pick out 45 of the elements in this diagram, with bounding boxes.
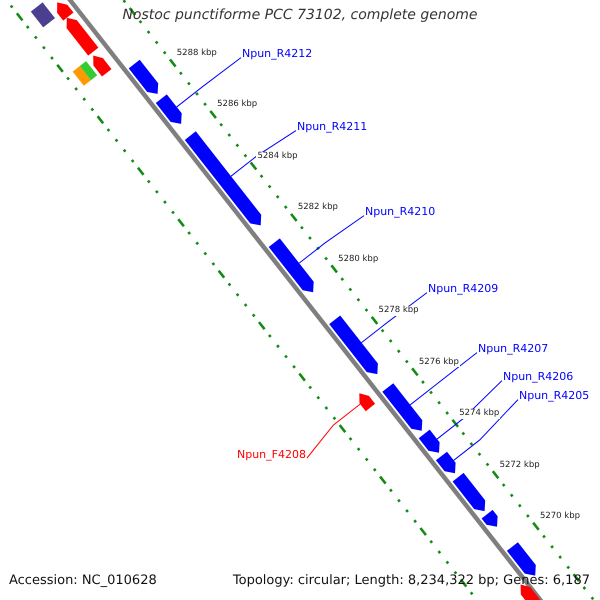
- genome-title: Nostoc punctiforme PCC 73102, complete genome: [121, 8, 479, 24]
- leader-line: [230, 130, 296, 177]
- tick-label: 5276 kbp: [418, 358, 460, 368]
- tick-label: 5286 kbp: [216, 100, 258, 110]
- gene-block: [128, 60, 158, 94]
- gene-block: [418, 430, 440, 453]
- tick-label: 5284 kbp: [256, 152, 299, 162]
- gene-block: [359, 393, 376, 412]
- gene-label: Npun_R4207: [478, 343, 548, 356]
- leader-line: [453, 399, 518, 461]
- leader-line: [306, 404, 361, 458]
- gene-label: Npun_R4210: [365, 206, 436, 218]
- tick-label: 5288 kbp: [176, 49, 218, 58]
- gene-block: [268, 238, 314, 292]
- tick-label: 5282 kbp: [296, 203, 339, 213]
- gene-block: [57, 2, 74, 21]
- accession-text: Accession: NC_010628: [9, 574, 157, 588]
- gene-block: [506, 542, 536, 576]
- genome-summary: Topology: circular; Length: 8,234,322 bp; Genes: 6,187: [232, 574, 590, 588]
- gene-block: [80, 61, 98, 80]
- tick-label: 5278 kbp: [378, 306, 420, 316]
- tick-label: 5280 kbp: [337, 254, 380, 264]
- tick-label: 5270 kbp: [538, 512, 581, 522]
- gene-block: [452, 472, 486, 512]
- gene-block: [436, 452, 456, 474]
- gene-label: Npun_R4206: [503, 371, 574, 384]
- gene-block: [482, 510, 498, 527]
- leader-line: [176, 57, 242, 108]
- gene-block: [156, 94, 182, 124]
- leader-line: [410, 352, 478, 406]
- gene-label: Npun_R4212: [242, 48, 312, 60]
- gene-block: [30, 2, 55, 28]
- gene-block: [72, 66, 91, 86]
- gene-label: Npun_R4209: [428, 283, 498, 296]
- gene-label: Npun_F4208: [237, 449, 306, 462]
- gene-block: [93, 56, 112, 76]
- gene-block: [382, 383, 422, 431]
- gene-block: [520, 584, 543, 600]
- gene-block: [329, 316, 378, 374]
- gene-label: Npun_R4205: [519, 390, 590, 402]
- tick-label: 5272 kbp: [498, 460, 541, 470]
- gene-block: [66, 18, 98, 56]
- tick-label: 5274 kbp: [458, 409, 500, 419]
- leader-line: [298, 215, 364, 264]
- gene-label: Npun_R4211: [297, 121, 368, 134]
